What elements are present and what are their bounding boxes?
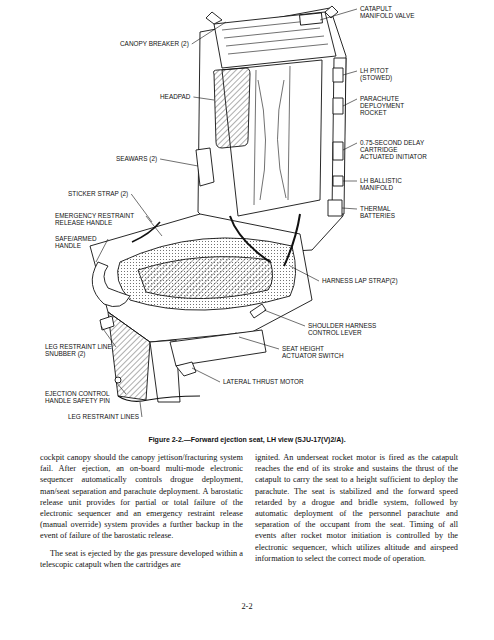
leader-line (343, 99, 357, 106)
callout-label: SEAWARS (2) (116, 155, 157, 162)
leader-line (160, 159, 198, 166)
leader-line (343, 71, 357, 75)
callout-label: LH PITOT (STOWED) (360, 67, 402, 81)
callout-label: HEADPAD (160, 93, 190, 100)
leader-line (131, 194, 152, 222)
callout-label: LH BALLISTIC MANIFOLD (360, 177, 418, 191)
leader-line (146, 216, 162, 236)
callout-label: EMERGENCY RESTRAINT RELEASE HANDLE (55, 212, 143, 226)
leader-line (239, 337, 279, 349)
leader-line (96, 239, 108, 262)
body-paragraph: cockpit canopy should the canopy jettiso… (40, 452, 243, 542)
callout-label: EJECTION CONTROL HANDLE SAFETY PIN (45, 390, 123, 404)
callout-label: THERMAL BATTERIES (360, 205, 408, 219)
figure-caption: Figure 2-2.—Forward ejection seat, LH vi… (0, 436, 494, 443)
body-paragraph: ignited. An underseat rocket motor is fi… (255, 452, 458, 564)
callout-label: LATERAL THRUST MOTOR (223, 378, 304, 385)
callout-label: LEG RESTRAINT LINES (68, 413, 139, 420)
leader-line (290, 266, 319, 281)
leader-line (192, 22, 226, 44)
leader-line (192, 368, 220, 382)
leader-line (193, 97, 214, 100)
leader-line (343, 181, 357, 182)
callout-label: STICKER STRAP (2) (68, 190, 128, 197)
callout-label: LEG RESTRAINT LINE SNUBBER (2) (45, 343, 113, 357)
leader-line (320, 9, 357, 20)
callout-label: CANOPY BREAKER (2) (120, 40, 189, 47)
body-paragraph: The seat is ejected by the gas pressure … (40, 548, 243, 570)
leader-line (116, 382, 126, 394)
leader-line (342, 208, 357, 209)
callout-label: SHOULDER HARNESS CONTROL LEVER (308, 322, 386, 336)
callout-label: HARNESS LAP STRAP(2) (322, 277, 398, 284)
callout-label: SAFE/ARMED HANDLE (55, 235, 105, 249)
leader-line (343, 143, 357, 150)
callout-label: SEAT HEIGHT ACTUATOR SWITCH (282, 345, 354, 359)
leader-line (264, 310, 305, 326)
leader-line (140, 402, 142, 417)
page-number: 2-2 (0, 602, 494, 611)
callout-label: PARACHUTE DEPLOYMENT ROCKET (360, 95, 414, 116)
callout-label: CATAPULT MANIFOLD VALVE (360, 5, 424, 19)
callout-label: 0.75-SECOND DELAY CARTRIDGE ACTUATED INI… (360, 139, 430, 160)
